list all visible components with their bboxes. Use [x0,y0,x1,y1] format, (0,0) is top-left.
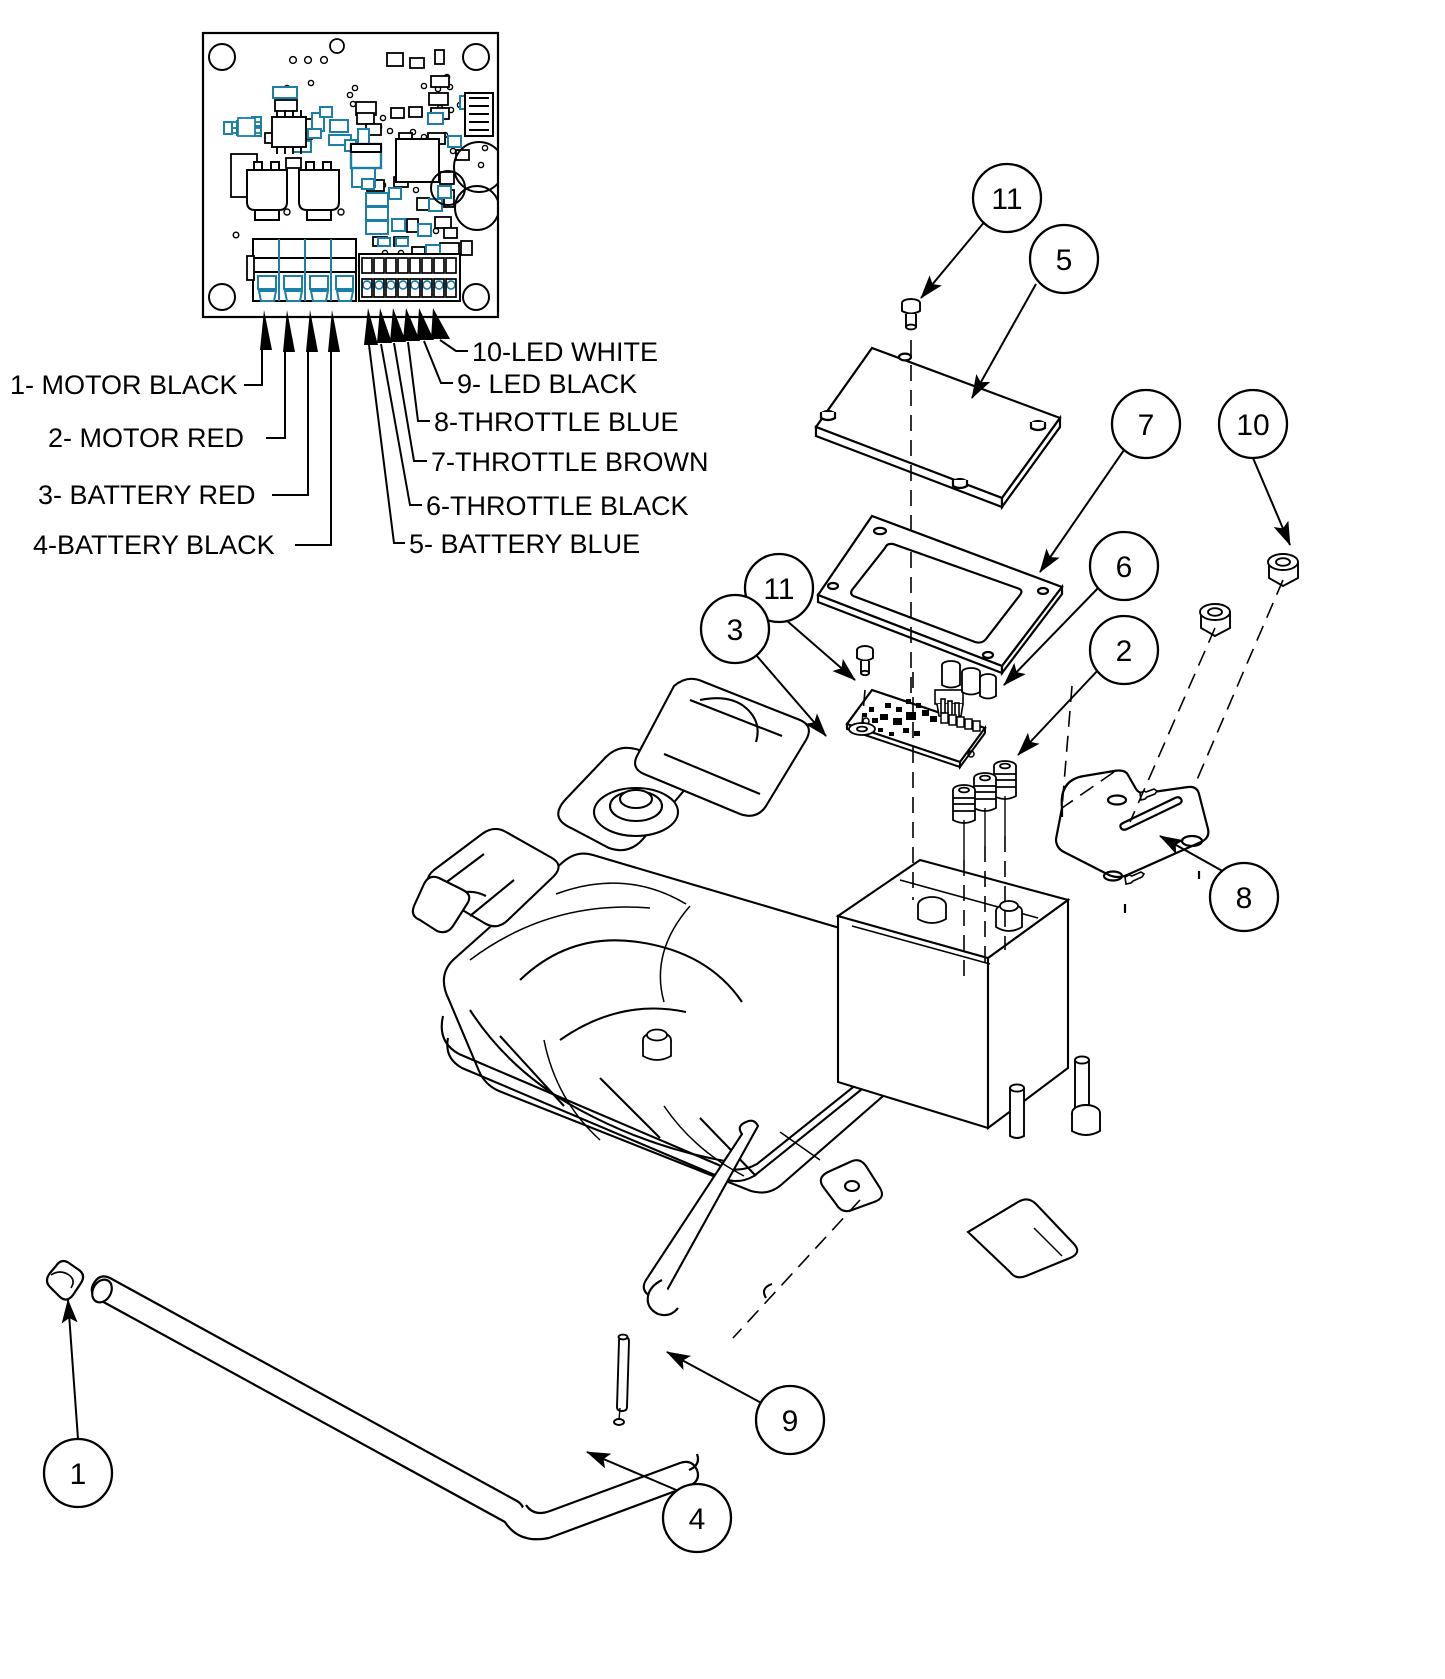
balloon-leader-lines [61,219,1291,1493]
shoulder-screw-part11-lower [856,645,874,677]
assembly-center-lines [732,340,1284,1339]
wire-callout-arrows [260,308,450,352]
balloon-label: 9 [782,1405,799,1438]
hex-lock-nut-part10-upper [1267,552,1299,588]
balloon-label: 11 [763,573,794,606]
balloon-4[interactable]: 4 [661,1482,733,1554]
shoulder-screw-part11-upper [901,298,921,331]
wire-legend-item-5: 5- BATTERY BLUE [409,529,640,559]
balloon-callouts: 11 5 7 10 6 11 3 2 [42,162,1289,1554]
balloon-11-lower[interactable]: 11 [743,552,815,624]
main-chassis-housing-part3 [411,677,1101,1317]
balloon-label: 3 [727,614,744,647]
wire-legend-item-6: 6-THROTTLE BLACK [426,491,689,521]
balloon-11-upper[interactable]: 11 [971,162,1043,234]
handlebar-tube-part4 [45,1259,700,1541]
cover-plate-part5 [814,346,1062,511]
balloon-10[interactable]: 10 [1217,388,1289,460]
balloon-2[interactable]: 2 [1088,614,1160,686]
wire-legend-item-4: 4-BATTERY BLACK [33,530,275,560]
wire-leader-lines [244,339,468,546]
wire-legend-item-9: 9- LED BLACK [457,369,637,399]
balloon-label: 10 [1236,409,1269,442]
wire-legend-item-1: 1- MOTOR BLACK [10,370,238,400]
wire-legend-item-7: 7-THROTTLE BROWN [431,447,709,477]
handlebar-end-cap-part1 [45,1259,85,1301]
balloon-label: 8 [1236,882,1253,915]
standoff-spacers-part2 [952,760,1017,860]
washer-part11 [848,722,876,736]
balloon-label: 11 [991,183,1022,216]
balloon-7[interactable]: 7 [1110,388,1182,460]
balloon-5[interactable]: 5 [1028,223,1100,295]
controller-pcb-top-view [201,31,500,319]
balloon-label: 4 [689,1503,706,1536]
balloon-label: 7 [1138,409,1155,442]
balloon-label: 2 [1116,635,1133,668]
balloon-8[interactable]: 8 [1208,861,1280,933]
hex-lock-nut-part10-lower [1199,602,1231,638]
wire-legend-item-8: 8-THROTTLE BLUE [434,407,679,437]
wire-legend-right-column: 10-LED WHITE 9- LED BLACK 8-THROTTLE BLU… [409,337,709,559]
balloon-9[interactable]: 9 [754,1384,826,1456]
balloon-3[interactable]: 3 [699,593,771,665]
retaining-pin-part9 [613,1333,630,1426]
installed-pcb-part6 [845,660,997,771]
balloon-6[interactable]: 6 [1088,530,1160,602]
balloon-1[interactable]: 1 [42,1437,114,1509]
wire-legend-item-3: 3- BATTERY RED [38,480,256,510]
wire-legend-item-2: 2- MOTOR RED [48,423,244,453]
balloon-label: 5 [1056,244,1073,277]
balloon-label: 6 [1116,551,1133,584]
balloon-label: 1 [70,1458,87,1491]
wire-legend-item-10: 10-LED WHITE [472,337,658,367]
gasket-frame-part7 [816,514,1064,677]
wire-legend-left-column: 1- MOTOR BLACK 2- MOTOR RED 3- BATTERY R… [10,370,275,560]
